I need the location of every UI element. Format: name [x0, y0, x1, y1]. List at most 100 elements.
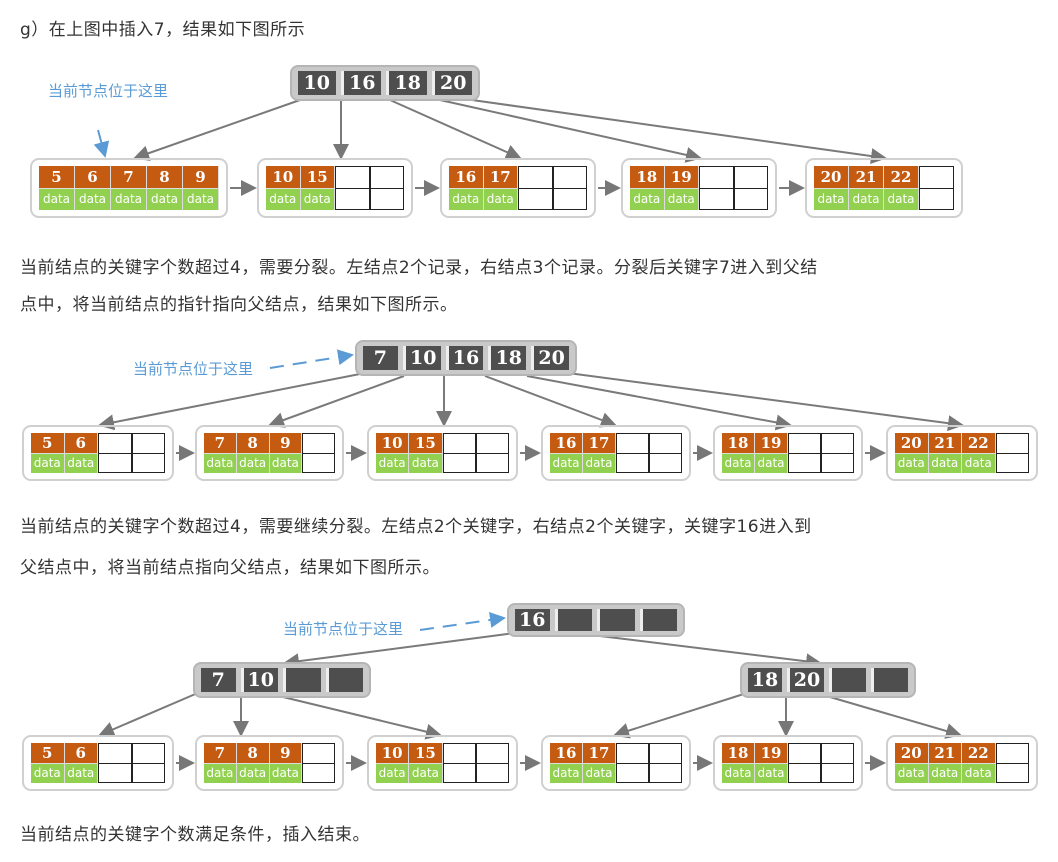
empty-data-cell	[131, 453, 165, 473]
empty-data-cell	[733, 188, 768, 210]
paragraph-split-2-line-2: 父结点中，将当前结点指向父结点，结果如下图所示。	[20, 558, 440, 578]
leaf-data: data	[236, 452, 270, 473]
internal-key	[554, 609, 592, 631]
leaf-slot	[995, 433, 1029, 473]
empty-key-cell	[475, 433, 509, 454]
leaf-key: 18	[722, 743, 755, 763]
leaf-slot	[919, 166, 954, 210]
leaf-slot	[552, 166, 587, 210]
child-pointer-arrow	[439, 99, 702, 163]
internal-key: 20	[787, 668, 824, 692]
leaf-key: 7	[111, 166, 147, 188]
pointer-arrow	[419, 612, 506, 631]
paragraph-conclusion: 当前结点的关键字个数满足条件，插入结束。	[20, 825, 370, 845]
internal-key: 18	[488, 346, 527, 370]
leaf-slot	[616, 743, 649, 783]
leaf-key: 17	[483, 166, 518, 188]
leaf-data: data	[722, 452, 755, 473]
pointer-arrow	[269, 349, 354, 369]
internal-key: 20	[531, 346, 569, 370]
leaf-slot	[995, 743, 1029, 783]
leaf-data: data	[962, 762, 996, 783]
empty-key-cell	[649, 743, 682, 764]
internal-key: 16	[515, 609, 550, 631]
leaf-data: data	[849, 187, 884, 210]
internal-key	[325, 668, 363, 692]
leaf-key: 20	[895, 743, 929, 763]
empty-key-cell	[552, 166, 587, 189]
leaf-key: 8	[236, 743, 270, 763]
internal-key: 18	[748, 668, 782, 692]
leaf-key: 7	[204, 743, 237, 763]
leaf-data: data	[814, 187, 849, 210]
leaf-slot	[302, 433, 335, 473]
empty-key-cell	[649, 433, 682, 454]
leaf-data: data	[928, 762, 962, 783]
leaf-key: 10	[376, 433, 410, 453]
leaf-key: 9	[183, 166, 219, 188]
leaf-key: 16	[449, 166, 484, 188]
internal-key	[829, 668, 866, 692]
leaf-slot	[649, 433, 682, 473]
internal-node: 16	[507, 603, 685, 637]
child-pointer-arrow	[98, 372, 366, 431]
leaf-key: 19	[755, 743, 788, 763]
leaf-slot	[302, 743, 335, 783]
empty-key-cell	[302, 743, 335, 764]
empty-key-cell	[821, 433, 854, 454]
empty-data-cell	[616, 453, 649, 473]
child-pointer-arrow	[98, 691, 201, 737]
empty-data-cell	[518, 188, 553, 210]
leaf-key: 17	[583, 433, 616, 453]
leaf-data: data	[376, 452, 410, 473]
leaf-data: data	[147, 187, 183, 210]
leaf-key: 9	[269, 743, 303, 763]
leaf-data: data	[722, 762, 755, 783]
leaf-data: data	[269, 762, 303, 783]
leaf-slot	[442, 743, 476, 783]
leaf-key: 15	[409, 743, 443, 763]
child-pointer-arrow	[283, 632, 516, 670]
internal-key	[597, 609, 635, 631]
empty-key-cell	[131, 743, 165, 764]
leaf-data: data	[204, 762, 237, 783]
internal-key: 16	[340, 71, 381, 95]
empty-data-cell	[788, 763, 821, 783]
leaf-data: data	[409, 762, 443, 783]
leaf-data: data	[895, 762, 929, 783]
empty-data-cell	[995, 453, 1029, 473]
leaf-key: 19	[755, 433, 788, 453]
leaf-key: 17	[583, 743, 616, 763]
leaf-key: 10	[376, 743, 410, 763]
empty-data-cell	[649, 763, 682, 783]
empty-data-cell	[369, 188, 404, 210]
leaf-key: 22	[962, 433, 996, 453]
leaf-key: 7	[204, 433, 237, 453]
leaf-slot	[518, 166, 553, 210]
